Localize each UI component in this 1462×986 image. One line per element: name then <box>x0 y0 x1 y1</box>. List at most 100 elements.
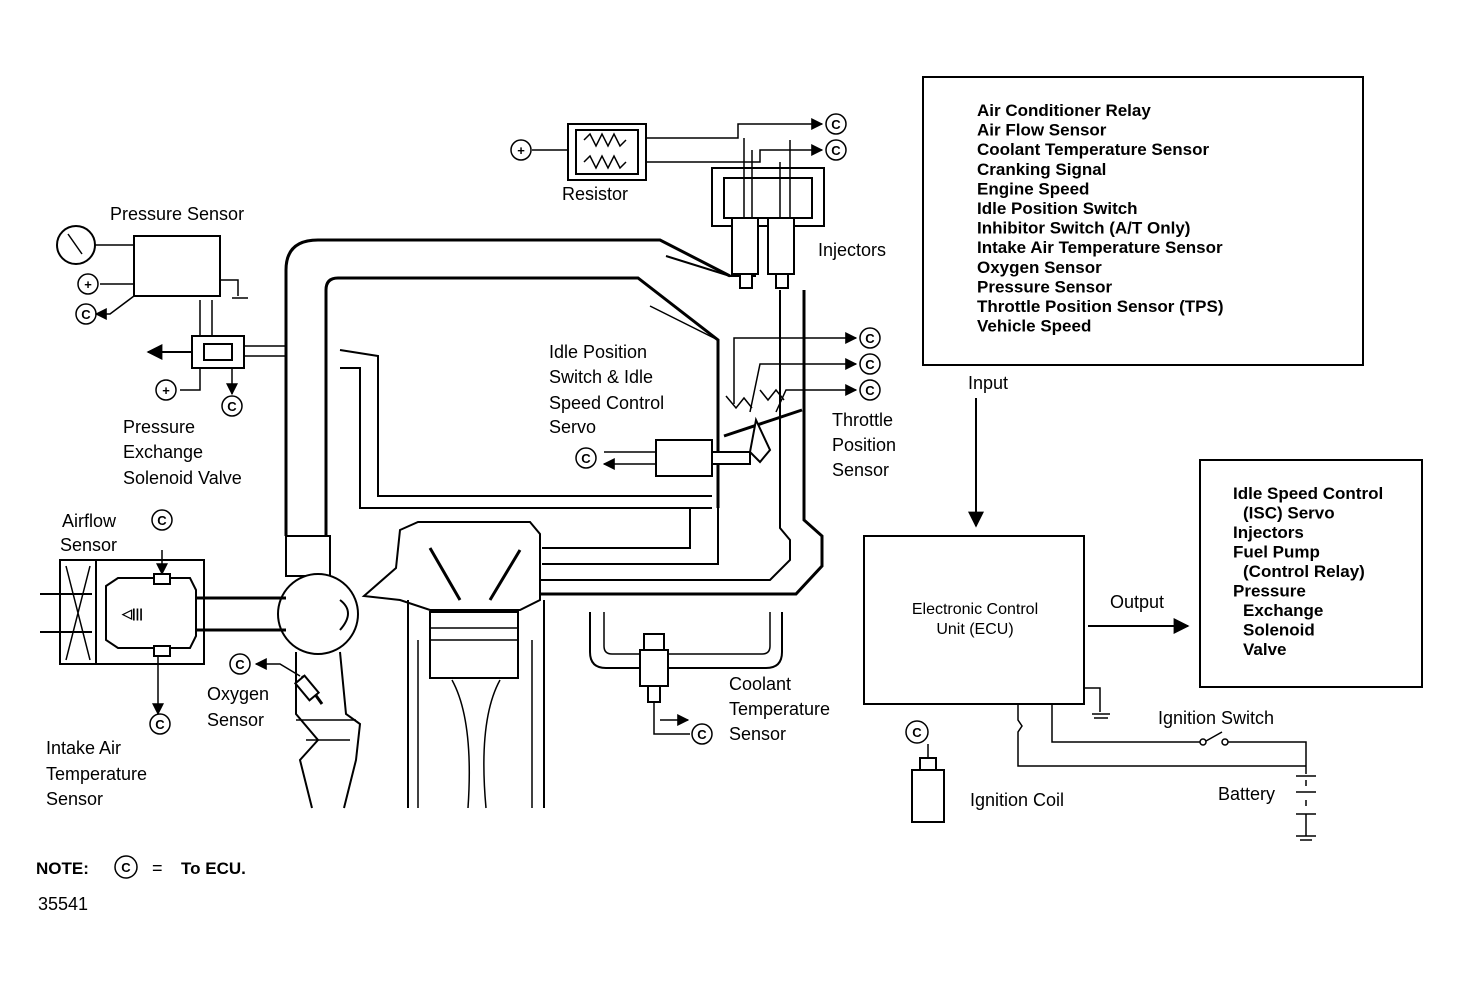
input-item: Inhibitor Switch (A/T Only) <box>977 219 1190 238</box>
ecu-label-line1: Electronic Control <box>912 601 1038 618</box>
oxygen-label-2: Sensor <box>207 710 264 730</box>
note-connector-icon: C <box>114 855 138 879</box>
svg-text:C: C <box>865 357 875 372</box>
svg-text:C: C <box>581 451 591 466</box>
input-item: Cranking Signal <box>977 160 1106 179</box>
resistor-label: Resistor <box>562 184 628 204</box>
svg-text:+: + <box>84 277 92 292</box>
plus-terminal-resistor-icon: + <box>510 139 532 161</box>
output-item: Exchange <box>1243 601 1323 620</box>
output-label: Output <box>1110 592 1164 612</box>
idle-switch-label-1: Idle Position <box>549 342 647 362</box>
output-item: Pressure <box>1233 582 1306 601</box>
idle-control-servo-icon <box>602 439 751 477</box>
pressure-valve-label-1: Pressure <box>123 417 195 437</box>
intake-air-label-2: Temperature <box>46 764 147 784</box>
ecu-connector-icon: C <box>859 327 881 349</box>
ecu-connector-icon: C <box>229 653 251 675</box>
ecu-connector-icon: C <box>825 113 847 135</box>
svg-text:C: C <box>831 117 841 132</box>
exhaust-pipe <box>295 651 362 809</box>
note-prefix: NOTE: <box>36 859 89 878</box>
pressure-valve-label-3: Solenoid Valve <box>123 468 242 488</box>
pressure-sensor-label: Pressure Sensor <box>110 204 244 224</box>
output-item: Solenoid <box>1243 621 1315 640</box>
outputs-list: Idle Speed Control(ISC) ServoInjectorsFu… <box>1233 484 1383 659</box>
resistor-icon <box>532 118 824 181</box>
input-item: Vehicle Speed <box>977 317 1091 336</box>
airflow-duct: ◁||| <box>40 559 286 665</box>
input-item: Idle Position Switch <box>977 199 1138 218</box>
ecu-connector-icon: C <box>575 447 597 469</box>
output-item: Injectors <box>1233 523 1304 542</box>
svg-text:+: + <box>162 383 170 398</box>
battery-label: Battery <box>1218 784 1275 804</box>
coil-ecu-connector-icon: C <box>905 720 929 744</box>
output-item: (ISC) Servo <box>1243 504 1335 523</box>
svg-text:C: C <box>157 513 167 528</box>
note-equals: = <box>152 858 163 878</box>
airflow-label-2: Sensor <box>60 535 117 555</box>
injectors-label: Injectors <box>818 240 886 260</box>
output-item: Fuel Pump <box>1233 543 1320 562</box>
input-item: Throttle Position Sensor (TPS) <box>977 297 1224 316</box>
throttle-linkage <box>723 388 803 464</box>
input-item: Pressure Sensor <box>977 277 1113 296</box>
svg-text:C: C <box>235 657 245 672</box>
ignition-switch-label: Ignition Switch <box>1158 708 1274 728</box>
output-item: (Control Relay) <box>1243 562 1365 581</box>
ecu-connector-icon: C <box>691 723 713 745</box>
coolant-label-1: Coolant <box>729 674 791 694</box>
outputs-box: Idle Speed Control(ISC) ServoInjectorsFu… <box>1199 459 1423 688</box>
svg-text:C: C <box>865 383 875 398</box>
throttle-label-2: Position <box>832 435 896 455</box>
input-item: Engine Speed <box>977 179 1089 198</box>
airflow-sensor-glyph: ◁||| <box>121 606 143 621</box>
intake-manifold <box>284 238 824 596</box>
svg-text:C: C <box>155 717 165 732</box>
ignition-coil-icon <box>911 744 945 823</box>
figure-id: 35541 <box>38 894 88 914</box>
svg-text:+: + <box>517 143 525 158</box>
ecu-connector-icon: C <box>825 139 847 161</box>
ecu-label-line2: Unit (ECU) <box>936 621 1013 638</box>
input-item: Intake Air Temperature Sensor <box>977 238 1223 257</box>
ignition-coil-label: Ignition Coil <box>970 790 1064 810</box>
pressure-sensor-icon <box>56 225 248 320</box>
throttle-label-3: Sensor <box>832 460 889 480</box>
ecu-connector-icon: C <box>75 303 97 325</box>
engine-block <box>361 521 545 809</box>
coolant-temp-sensor-icon <box>639 633 690 735</box>
output-item: Idle Speed Control <box>1233 484 1383 503</box>
input-label: Input <box>968 373 1008 393</box>
ecu-box: Electronic Control Unit (ECU) <box>863 535 1085 705</box>
plus-terminal-solenoid-icon: + <box>155 379 177 401</box>
svg-text:C: C <box>912 725 922 740</box>
ignition-switch-icon <box>1205 731 1223 742</box>
intake-air-label-3: Sensor <box>46 789 103 809</box>
idle-switch-label-4: Servo <box>549 417 596 437</box>
oxygen-label-1: Oxygen <box>207 684 269 704</box>
ignition-switch-contact-a-icon <box>1199 738 1207 746</box>
oxygen-sensor-icon <box>254 658 324 705</box>
ecu-connector-icon: C <box>221 395 243 417</box>
ecu-connector-icon: C <box>859 379 881 401</box>
svg-text:C: C <box>865 331 875 346</box>
svg-text:C: C <box>121 860 131 875</box>
input-item: Coolant Temperature Sensor <box>977 140 1209 159</box>
svg-text:C: C <box>697 727 707 742</box>
intake-air-label-1: Intake Air <box>46 738 121 758</box>
coolant-label-2: Temperature <box>729 699 830 719</box>
svg-text:C: C <box>81 307 91 322</box>
pressure-valve-label-2: Exchange <box>123 442 203 462</box>
svg-text:C: C <box>831 143 841 158</box>
throttle-wires <box>733 332 858 413</box>
throttle-body <box>277 535 359 655</box>
plus-terminal-pressure-sensor-icon: + <box>77 273 99 295</box>
ecu-connector-icon: C <box>859 353 881 375</box>
input-item: Oxygen Sensor <box>977 258 1102 277</box>
